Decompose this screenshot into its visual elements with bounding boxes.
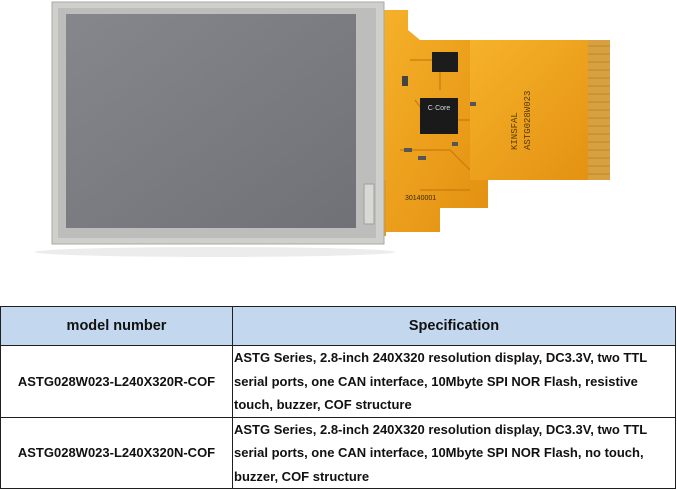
spec-table: model number Specification ASTG028W023-L… xyxy=(0,306,676,489)
table-row: ASTG028W023-L240X320N-COF ASTG Series, 2… xyxy=(0,416,676,489)
fpc-ribbon xyxy=(470,40,610,180)
model-cell: ASTG028W023-L240X320R-COF xyxy=(0,345,233,418)
product-photo: C·Core 30140001 KINSFAL ASTG028W023 xyxy=(35,1,610,257)
model-cell: ASTG028W023-L240X320N-COF xyxy=(0,416,233,489)
column-header-model: model number xyxy=(0,306,233,346)
column-header-specification: Specification xyxy=(232,306,676,346)
display-module xyxy=(51,1,385,245)
lcd-screen xyxy=(66,14,356,228)
table-row: ASTG028W023-L240X320R-COF ASTG Series, 2… xyxy=(0,345,676,418)
mcu-chip xyxy=(420,98,458,134)
table-header-row: model number Specification xyxy=(0,306,676,346)
spec-cell: ASTG Series, 2.8-inch 240X320 resolution… xyxy=(232,345,676,418)
chip-label: C·Core xyxy=(428,105,451,112)
flash-chip xyxy=(432,52,458,72)
fpc-part-code: 30140001 xyxy=(405,195,436,202)
fpc-label-line1: KINSFAL xyxy=(510,112,520,150)
spec-cell: ASTG Series, 2.8-inch 240X320 resolution… xyxy=(232,416,676,489)
fpc-label-line2: ASTG028W023 xyxy=(523,91,533,150)
